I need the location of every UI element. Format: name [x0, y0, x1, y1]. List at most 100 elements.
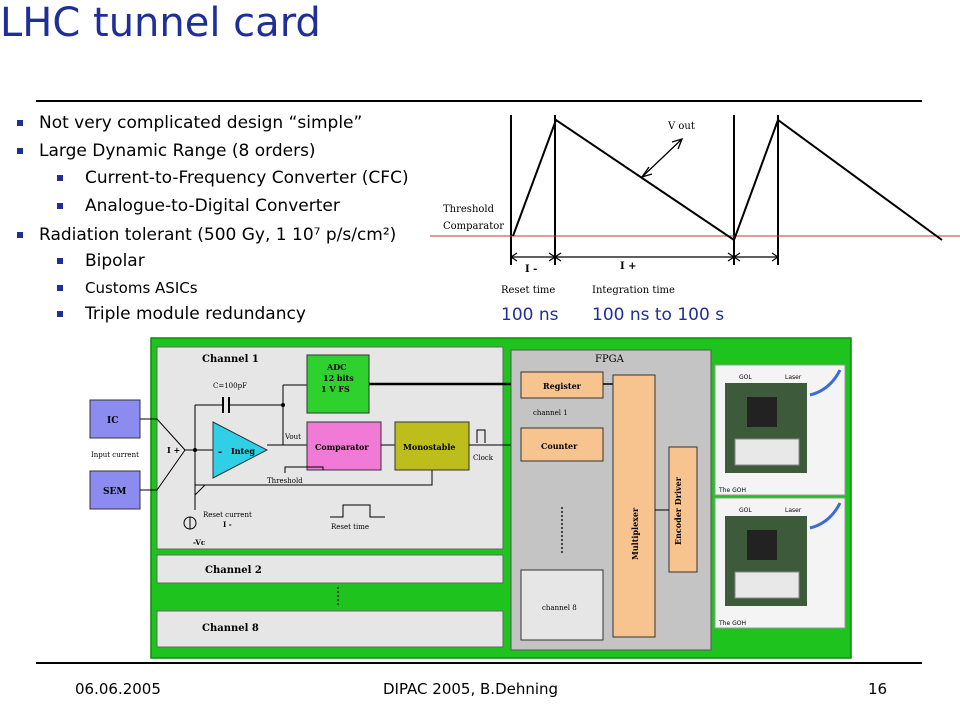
channel-8-panel: [156, 610, 504, 648]
comparator-label: Comparator: [315, 442, 369, 452]
bullet-square-icon: [57, 175, 63, 181]
fiber-icon: [809, 369, 842, 397]
goh-photo-top: GOL Laser The GOH: [714, 364, 846, 496]
reset-time-block-label: Reset time: [331, 523, 369, 531]
bullet-square-icon: [17, 120, 23, 126]
encoder-driver-label: Encoder Driver: [673, 476, 683, 545]
connector-icon: [734, 571, 800, 599]
reset-time-pulse-icon: [330, 504, 385, 518]
channel-1-fpga-label: channel 1: [533, 409, 568, 417]
i-plus-input-label: I +: [167, 445, 180, 455]
sem-wire: [140, 449, 186, 491]
adc-label: ADC: [326, 362, 347, 372]
cfc-waveform-diagram: V out Threshold Comparator I - I + Reset…: [430, 115, 960, 325]
junction-dot: [193, 448, 197, 452]
bullet-text: Large Dynamic Range (8 orders): [39, 141, 316, 161]
integration-time-value: 100 ns to 100 s: [592, 305, 724, 325]
goh-photo-bottom: GOL Laser The GOH: [714, 497, 846, 629]
comparator-label: Comparator: [443, 221, 504, 232]
bullet-square-icon: [57, 285, 63, 291]
bullet-text: Radiation tolerant (500 Gy, 1 10⁷ p/s/cm…: [39, 225, 397, 245]
sem-box: [89, 470, 141, 510]
ic-label: IC: [107, 416, 118, 426]
channel-8-fpga-box: [520, 569, 604, 641]
reset-current-label: Reset current: [203, 511, 252, 519]
sem-label: SEM: [103, 487, 126, 497]
threshold-label: Threshold: [443, 204, 495, 215]
reset-feedback-wire: [195, 470, 433, 486]
reset-time-label: Reset time: [501, 285, 555, 296]
bullet-square-icon: [57, 203, 63, 209]
i-minus-label: I -: [525, 264, 537, 275]
footer-rule: [36, 662, 922, 664]
vout-label: V out: [667, 121, 695, 132]
vout-arrow: [641, 138, 683, 178]
connector-icon: [734, 438, 800, 466]
bullet-text: Bipolar: [85, 251, 145, 271]
bullet-square-icon: [57, 258, 63, 264]
bullet-text: Analogue-to-Digital Converter: [85, 196, 340, 216]
channel-1-label: Channel 1: [202, 354, 259, 365]
ic-box: [89, 399, 141, 439]
threshold-wire: [284, 466, 324, 473]
laser-label: Laser: [785, 507, 802, 514]
multiplexer-label: Multiplexer: [630, 507, 640, 560]
gol-label: GOL: [739, 507, 752, 514]
capacitor-label: C=100pF: [213, 382, 247, 390]
integ-label: Integ: [231, 446, 255, 456]
adc-bits-label: 12 bits: [323, 373, 354, 383]
gol-chip-icon: [747, 397, 777, 427]
footer-center: DIPAC 2005, B.Dehning: [383, 680, 559, 698]
bullet-text: Triple module redundancy: [85, 304, 306, 324]
clock-label: Clock: [473, 454, 494, 462]
ic-wire: [140, 418, 186, 451]
channel-2-label: Channel 2: [205, 565, 262, 576]
counter-box: [520, 427, 604, 462]
arrowhead-icon: [732, 252, 741, 262]
adc-box: [306, 354, 370, 414]
vout-arrowhead-icon: [640, 166, 653, 179]
channel-8-label: Channel 8: [202, 623, 259, 634]
input-current-label: Input current: [91, 451, 139, 459]
bullet-square-icon: [57, 311, 63, 317]
vout-block-label: Vout: [284, 433, 301, 441]
arrowhead-icon: [553, 252, 562, 262]
junction-dot: [281, 403, 285, 407]
bullet-square-icon: [17, 232, 23, 238]
reset-switch: [194, 484, 206, 496]
tunnel-card-block-diagram: Channel 1 Channel 2 Channel 8 IC Input c…: [89, 337, 852, 659]
bullet-text: Customs ASICs: [85, 279, 198, 297]
goh-caption: The GOH: [718, 487, 746, 494]
comparator-box: [306, 421, 382, 471]
laser-label: Laser: [785, 374, 802, 381]
gol-chip-icon: [747, 530, 777, 560]
adc-fs-label: 1 V FS: [321, 384, 350, 394]
register-label: Register: [543, 381, 582, 391]
goh-caption: The GOH: [718, 620, 746, 627]
channel-2-panel: [156, 554, 504, 584]
clock-pulse-icon: [476, 429, 486, 443]
integ-minus-label: -: [218, 447, 222, 458]
bullet-text: Current-to-Frequency Converter (CFC): [85, 168, 409, 188]
reset-time-value: 100 ns: [501, 305, 559, 325]
vout-arrowhead-icon: [671, 137, 684, 150]
arrowhead-icon: [509, 252, 518, 262]
footer-page-number: 16: [868, 680, 888, 698]
integration-time-label: Integration time: [592, 285, 675, 296]
sawtooth-waveform: [512, 118, 943, 242]
encoder-driver-box: [668, 446, 698, 573]
slide-title: LHC tunnel card: [0, 0, 321, 46]
arrowhead-icon: [771, 252, 780, 262]
reset-i-minus-label: I -: [223, 520, 232, 529]
bullet-square-icon: [17, 148, 23, 154]
gol-label: GOL: [739, 374, 752, 381]
i-plus-label: I +: [620, 261, 637, 272]
monostable-label: Monostable: [403, 442, 455, 452]
counter-label: Counter: [541, 441, 578, 451]
multiplexer-box: [612, 374, 656, 638]
title-underline: [36, 100, 922, 102]
fpga-label: FPGA: [595, 354, 625, 365]
integrator-amp: [212, 421, 269, 479]
footer-date: 06.06.2005: [75, 680, 161, 698]
bullet-text: Not very complicated design “simple”: [39, 113, 363, 133]
